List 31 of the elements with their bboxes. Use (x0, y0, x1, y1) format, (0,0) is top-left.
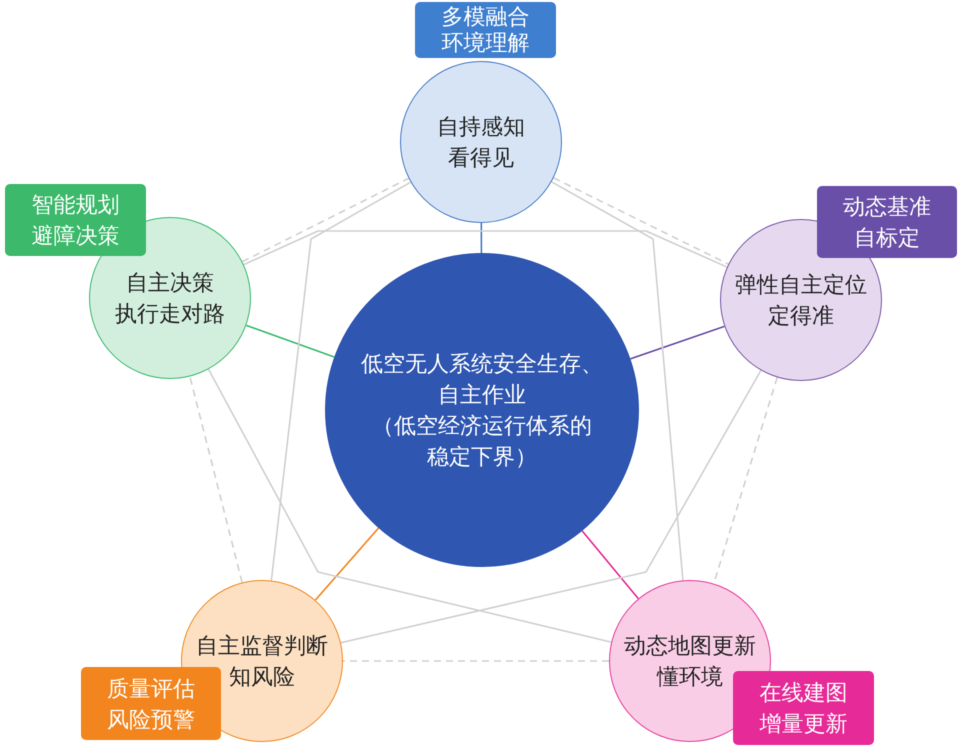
connector-line (270, 181, 412, 581)
connector-line (340, 370, 762, 644)
tag-label: 智能规划避障决策 (5, 184, 146, 256)
dashed-line (343, 660, 609, 662)
core-text: （低空经济运行体系的稳定下界） (372, 412, 592, 471)
circle-label: 懂环境 (657, 663, 723, 691)
dashed-line (242, 178, 409, 262)
connector-line (208, 368, 612, 643)
tag-label: 质量评估风险预警 (81, 667, 221, 740)
circle-label: 执行走对路 (115, 300, 225, 328)
tag-label: 多模融合环境理解 (415, 2, 556, 58)
connector-line (630, 326, 725, 360)
connector-line (551, 181, 684, 580)
circle-label: 自主监督判断 (196, 632, 328, 660)
circle-label: 定得准 (768, 302, 834, 330)
connector-line (314, 528, 380, 601)
circle-label: 动态地图更新 (624, 632, 756, 660)
connector-line (582, 530, 639, 600)
connector-line (246, 324, 334, 358)
circle-label: 看得见 (448, 144, 514, 172)
dashed-line (553, 177, 729, 265)
circle-label: 自主决策 (126, 269, 214, 297)
connector-line (243, 230, 728, 268)
circle-label: 知风险 (229, 663, 295, 691)
circle-label: 自持感知 (437, 113, 525, 141)
connector-line (480, 223, 482, 253)
circle-label: 弹性自主定位 (735, 271, 867, 299)
tag-label: 动态基准自标定 (817, 186, 957, 258)
core-text: 低空无人系统安全生存、自主作业 (361, 350, 603, 409)
dashed-line (189, 376, 243, 583)
tag-label: 在线建图增量更新 (733, 671, 874, 745)
